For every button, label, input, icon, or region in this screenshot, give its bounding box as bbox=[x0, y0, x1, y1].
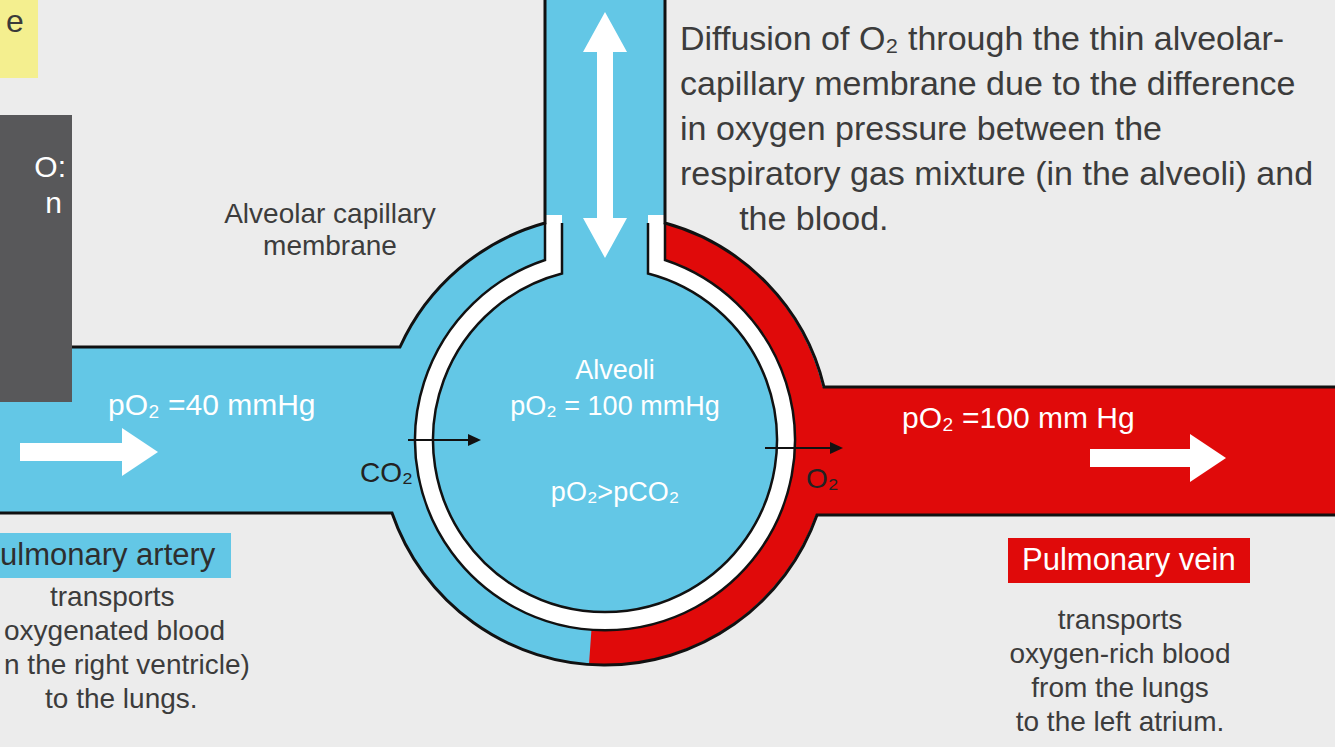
o2-diffusion-arrowhead bbox=[830, 442, 843, 454]
vessel-outline bbox=[0, 0, 545, 347]
sticky-note: e bbox=[0, 0, 38, 78]
artery-description: to the lungs. bbox=[45, 682, 198, 716]
node-text: pO₂ = 100 mmHg bbox=[443, 390, 787, 422]
co2-diffusion-arrow bbox=[408, 439, 470, 441]
co2-diffusion-arrowhead bbox=[468, 434, 481, 446]
vein-band: pO₂ =100 mm Hg bbox=[824, 387, 1335, 515]
node-text: Pulmonary vein bbox=[1022, 541, 1236, 579]
vessel-name-tag: ulmonary artery bbox=[0, 533, 231, 578]
artery-description: n the right ventricle) bbox=[4, 648, 250, 682]
blood-flow-arrow bbox=[1090, 434, 1226, 482]
text-block: Diffusion of O₂ through the thin alveola… bbox=[680, 16, 1320, 416]
vein-band bbox=[810, 387, 1335, 515]
node-text: pO₂>pCO₂ bbox=[443, 476, 787, 508]
node-text: e bbox=[6, 2, 24, 40]
gas-label: CO₂ bbox=[360, 456, 413, 490]
artery-description: transports bbox=[50, 580, 175, 614]
vessel-outline bbox=[665, 0, 1335, 387]
vein-description: from the lungs bbox=[920, 671, 1320, 705]
node-text: pO₂ =40 mmHg bbox=[108, 387, 316, 423]
vessel-name-tag: Pulmonary vein bbox=[1008, 538, 1250, 583]
membrane-label: Alveolar capillary membrane bbox=[185, 198, 475, 262]
node-text: Alveoli bbox=[443, 354, 787, 386]
o2-diffusion-arrow bbox=[765, 447, 830, 449]
node-text: pO₂ =100 mm Hg bbox=[902, 400, 1135, 436]
node-text: O: bbox=[34, 149, 66, 185]
vein-description: oxygen-rich blood bbox=[920, 637, 1320, 671]
vein-description: to the left atrium. bbox=[920, 705, 1320, 739]
artery-description: oxygenated blood bbox=[4, 614, 225, 648]
diffusion-note: Diffusion of O₂ through the thin alveola… bbox=[680, 19, 1313, 237]
blood-flow-arrow bbox=[20, 428, 158, 476]
vein-description: transports bbox=[920, 603, 1320, 637]
node-text: n bbox=[45, 185, 62, 221]
info-panel: O:n bbox=[0, 115, 72, 402]
gas-label: O₂ bbox=[806, 462, 839, 496]
membrane-outline bbox=[415, 223, 795, 630]
airflow-arrow bbox=[583, 12, 627, 258]
artery-band: pO₂ =40 mmHg bbox=[0, 347, 395, 513]
node-text: ulmonary artery bbox=[0, 536, 215, 574]
alveolus: Alveoli pO₂ = 100 mmHg pO₂>pCO₂ bbox=[443, 268, 787, 612]
